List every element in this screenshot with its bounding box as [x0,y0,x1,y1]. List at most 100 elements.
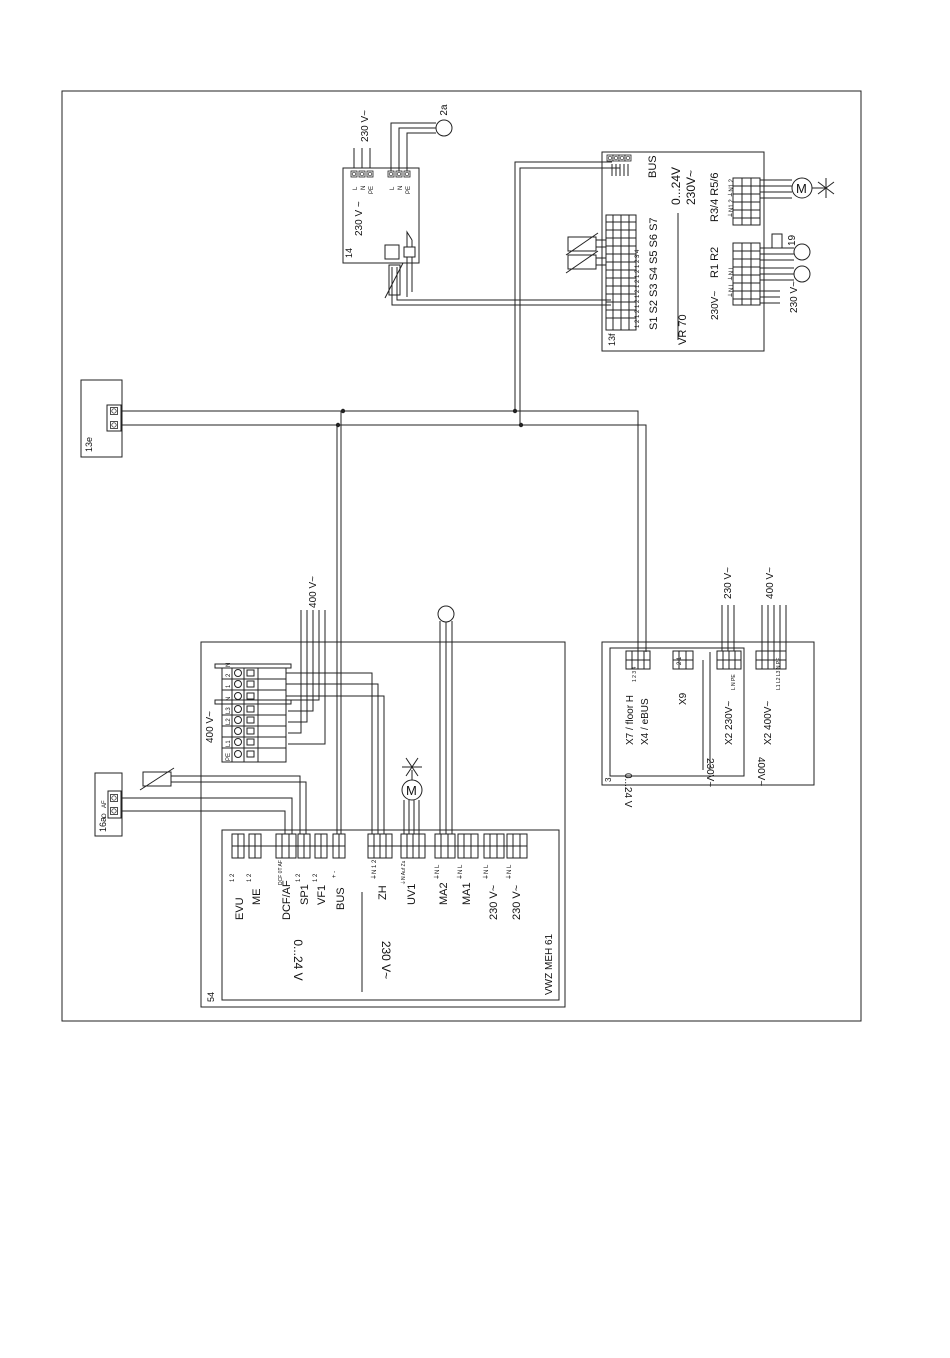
meh61-module: 54 VWZ MEH 61 0...24 V 230 V~ EVU ME DCF… [200,641,566,1008]
box-13e-id: 13e [84,437,94,452]
meh61-label-zh: ZH [377,885,389,900]
thermostat-term-l2: L [390,186,396,190]
meh61-pin-vf1: 1 2 [313,873,319,882]
meh61-label-230a: 230 V~ [488,885,500,920]
meh61-pin-dcf: DCF 0T AF [278,860,284,885]
strip-pin-1: 1 [226,684,232,688]
voltage-230-top: 230 V~ [360,110,371,142]
vr70-motor-valve: M [760,177,835,199]
meh61-label-sp1: SP1 [299,884,311,905]
strip-pin-n2: N [226,663,232,667]
meh61-label-ma1: MA1 [461,882,473,905]
meh61-pin-zh: ⏚N 1 2 [371,859,378,880]
thermostat-term-pe: PE [369,186,375,194]
voltage-400-mid: 400 V~ [308,576,319,608]
heatpump-x2-400: X2 400V~ [763,701,774,745]
heatpump-voltage-230: 230 V~ [723,567,734,599]
uv1-motor-m: M [406,783,417,798]
meh61-terminal-blocks [231,833,528,859]
vr70-sensor-pins: 1 2 1 2 1 2 1 2 1 2 1 2 1 2 3 4 [635,249,641,328]
vr70-module: 13f VR 70 BUS 0...24V 230V~ R3/4 R5/6 R1… [601,151,765,352]
heatpump-module: 3 X7 / floor H X4 / eBUS X9 2 1 X2 230V~… [601,567,815,808]
heatpump-id: 3 [604,777,613,782]
strip-pin-pe: PE [226,753,232,761]
box-13e: 13e [80,379,123,458]
heatpump-voltage-400: 400 V~ [765,567,776,599]
vr70-pumps: 230 V~ 19 [760,233,811,313]
meh61-pin-ma1: ⏚N L [457,864,464,880]
vr70-name: VR 70 [677,314,689,345]
meh61-pin-230b: ⏚N L [506,864,513,880]
meh61-id: 54 [206,992,216,1002]
meh61-name: VWZ MEH 61 [544,933,555,995]
pump-2a: 2a [390,104,453,172]
supply-400-wires: 400 V~ [288,576,326,745]
heatpump-terminal-blocks [625,650,787,670]
heatpump-x9: X9 [678,692,689,705]
vr70-v024: 0...24V [669,167,683,205]
vr70-relay-pins-b: ⏚N L ⏚N L [728,265,735,298]
heatpump-pins-1234: 1 2 3 4 [632,666,638,682]
meh61-pin-evu: 1 2 [230,873,236,882]
strip-pin-l2: L2 [226,718,232,725]
heatpump-mid: 230V~ [704,758,715,787]
thermostat-box-14: 14 230 V ~ L N PE L N PE [342,167,420,264]
heatpump-x2-230: X2 230V~ [724,701,735,745]
strip-pin-n: N [226,697,232,701]
thermostat-term-l: L [353,186,359,190]
meh61-pin-ma2: ⏚N L [434,864,441,880]
uv1-motor-valve: M [401,757,423,834]
vr70-relays-r34-r56: R3/4 R5/6 [709,172,721,222]
meh61-label-uv1: UV1 [406,884,418,905]
vr70-r230: 230V~ [710,291,721,320]
meh61-label-bus: BUS [335,887,347,910]
meh61-label-evu: EVU [234,897,246,920]
heatpump-pins-nlpe: L N PE [731,674,737,690]
meh61-low-voltage: 0...24 V [291,939,305,980]
vr70-bus: BUS [647,155,659,178]
sensor-sp1 [139,767,307,834]
box-16a-id: 16a [98,817,108,832]
heatpump-x4: X4 / eBUS [640,698,651,745]
supply-wires-top: 230 V~ [353,110,371,168]
vr70-v230: 230V~ [684,170,698,205]
vr70-sensor-terminals [605,214,637,331]
strip-pin-2: 2 [226,673,232,677]
vr70-relays-r1-r2: R1 R2 [709,247,721,278]
meh61-pin-me: 1 2 [247,873,253,882]
strip-label: 400 V~ [205,711,216,743]
heatpump-pins-400: L1 L2 L3 N PE [776,657,782,690]
vr70-mark-19: 19 [787,234,798,246]
meh61-label-vf1: VF1 [316,885,328,905]
meh61-label-ma2: MA2 [438,882,450,905]
thermostat-term-pe2: PE [406,186,412,194]
heatpump-high: 400V~ [755,757,766,786]
box-16a-af: AF [102,800,108,808]
thermostat-term-n2: N [398,186,404,190]
vr70-relay-pins: ⏚N1 2 ⏚N1 2 [728,178,735,218]
vr70-sensor-s1 [565,232,606,274]
meh61-label-dcf: DCF/AF [281,880,293,920]
strip-pin-l3: L3 [226,707,232,714]
strip-pin-l1: L1 [226,740,232,747]
meh61-high-voltage: 230 V~ [379,941,393,979]
vr70-supply: 230 V~ [789,281,800,313]
thermostat-id: 14 [344,248,354,258]
motor-m-icon: M [796,181,807,196]
meh61-label-230b: 230 V~ [511,885,523,920]
heatpump-low: 0...24 V [622,773,633,808]
vr70-sensors: S1 S2 S3 S4 S5 S6 S7 [648,217,660,330]
meh61-pin-230a: ⏚N L [483,864,490,880]
terminal-strip-400: PE L1 L2 L3 N 1 2 N 400 V~ [205,663,385,834]
thermostat-voltage: 230 V ~ [354,201,365,236]
vr70-id: 13f [607,333,617,346]
ma2-pump [437,605,455,834]
meh61-pin-bus: + - [332,871,338,878]
sensor-thermostat [384,244,611,306]
box-16a: 16a AF O [94,772,293,837]
meh61-label-me: ME [251,889,263,906]
outer-frame [61,90,862,1022]
heatpump-x7: X7 / floor H [625,695,636,745]
thermostat-term-n: N [361,186,367,190]
